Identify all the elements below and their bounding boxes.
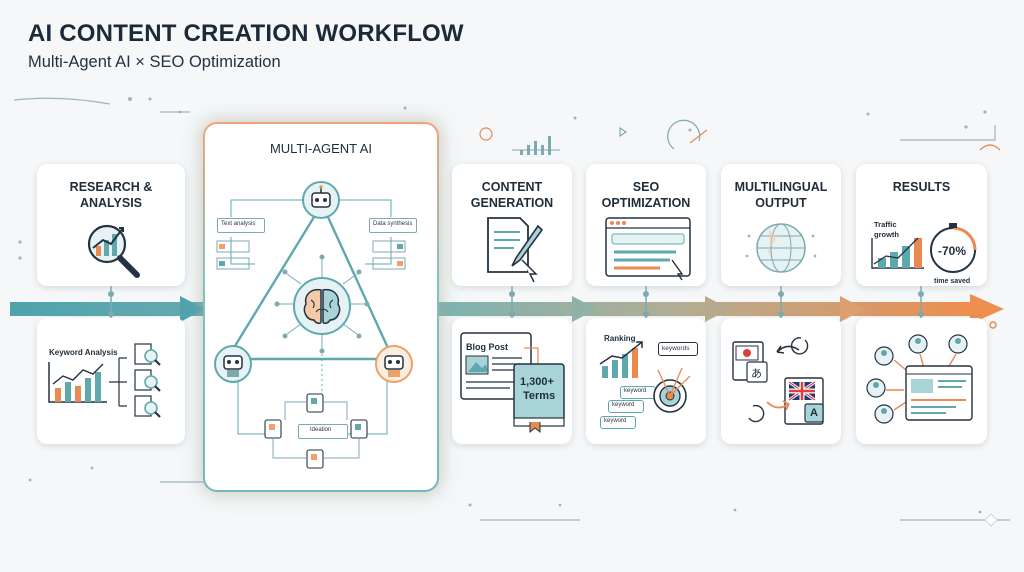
seo-connector: [643, 286, 649, 320]
keyword-tag-label: keyword: [612, 402, 635, 408]
globe-icon: [745, 223, 817, 273]
keyword-tag: [600, 416, 636, 429]
stopwatch-icon: [930, 223, 977, 273]
results-connector: [918, 286, 924, 320]
users-icon: [866, 334, 973, 424]
traffic-label-line1: Traffic: [874, 220, 897, 229]
terms-count: 1,300+: [520, 376, 554, 388]
text-analysis-label: Text analysis: [221, 221, 256, 227]
seo-card-bottom: Ranking keywords keyword keyword keyword: [586, 318, 706, 444]
page-title: AI CONTENT CREATION WORKFLOW: [28, 20, 464, 47]
research-card-top: RESEARCH & ANALYSIS: [37, 164, 185, 286]
content-card-bottom: Blog Post 1,300+ Terms: [452, 318, 572, 444]
data-synthesis-label: Data synthesis: [373, 221, 413, 227]
page-subtitle: Multi-Agent AI × SEO Optimization: [28, 53, 281, 71]
ranking-chart: [599, 341, 643, 378]
data-synthesis-box: [369, 218, 417, 233]
content-title-line1: CONTENT: [481, 180, 543, 194]
research-title-line2: ANALYSIS: [79, 196, 143, 210]
brain-icon: [293, 277, 351, 335]
ideation-cycle: [264, 393, 368, 469]
robot-icon: [375, 345, 413, 383]
multilingual-card-bottom: あ A: [721, 318, 841, 444]
multilingual-card-top: MULTILINGUAL OUTPUT: [721, 164, 841, 286]
keyword-analysis-label: Keyword Analysis: [49, 348, 118, 357]
magnifier-chart-icon: [87, 224, 140, 278]
traffic-growth-chart: [871, 237, 924, 269]
traffic-label-line2: growth: [874, 230, 899, 239]
ranking-label: Ranking: [604, 334, 636, 343]
target-icon: [653, 367, 691, 413]
results-card-bottom: [856, 318, 987, 444]
content-connector: [509, 286, 515, 320]
blog-post-label: Blog Post: [466, 342, 508, 352]
multilingual-title-line1: MULTILINGUAL: [734, 180, 828, 194]
terms-book-icon: [513, 363, 565, 434]
research-connector: [108, 286, 114, 320]
robot-icon: [214, 345, 252, 383]
ideation-label: Ideation: [310, 427, 332, 433]
document-pen-icon: [487, 217, 544, 283]
multi-agent-card: MULTI-AGENT AI Text analysis Data synthe…: [203, 122, 439, 492]
multilingual-connector: [778, 286, 784, 320]
keyword-tag-label: keyword: [604, 418, 627, 424]
time-saved-label: time saved: [934, 278, 971, 285]
results-title: RESULTS: [892, 180, 951, 194]
research-card-bottom: Keyword Analysis: [37, 318, 185, 444]
percent-value: -70%: [938, 244, 967, 258]
content-title-line2: GENERATION: [470, 196, 554, 210]
terms-label: Terms: [523, 390, 556, 402]
research-title-line1: RESEARCH &: [69, 180, 153, 194]
seo-card-top: SEO OPTIMIZATION: [586, 164, 706, 286]
browser-search-icon: [605, 217, 691, 281]
japanese-glyph: あ: [751, 368, 762, 380]
multi-agent-title: MULTI-AGENT AI: [269, 141, 373, 156]
ideation-box: [298, 424, 348, 439]
keywords-tag: [658, 342, 698, 356]
translation-diagram: [732, 337, 824, 425]
seo-title-line2: OPTIMIZATION: [601, 196, 691, 210]
letter-a-glyph: A: [810, 407, 818, 419]
keyword-chart: [48, 343, 161, 418]
side-list-icons: [216, 240, 406, 270]
keyword-tag: [608, 400, 644, 413]
keywords-tag-label: keywords: [662, 345, 690, 352]
results-card-top: RESULTS Traffic growth -70% time saved: [856, 164, 987, 286]
content-card-top: CONTENT GENERATION: [452, 164, 572, 286]
keyword-tag-label: keyword: [624, 388, 647, 394]
robot-icon: [302, 181, 340, 219]
seo-title-line1: SEO: [632, 180, 660, 194]
text-analysis-box: [217, 218, 265, 233]
multilingual-title-line2: OUTPUT: [755, 196, 807, 210]
